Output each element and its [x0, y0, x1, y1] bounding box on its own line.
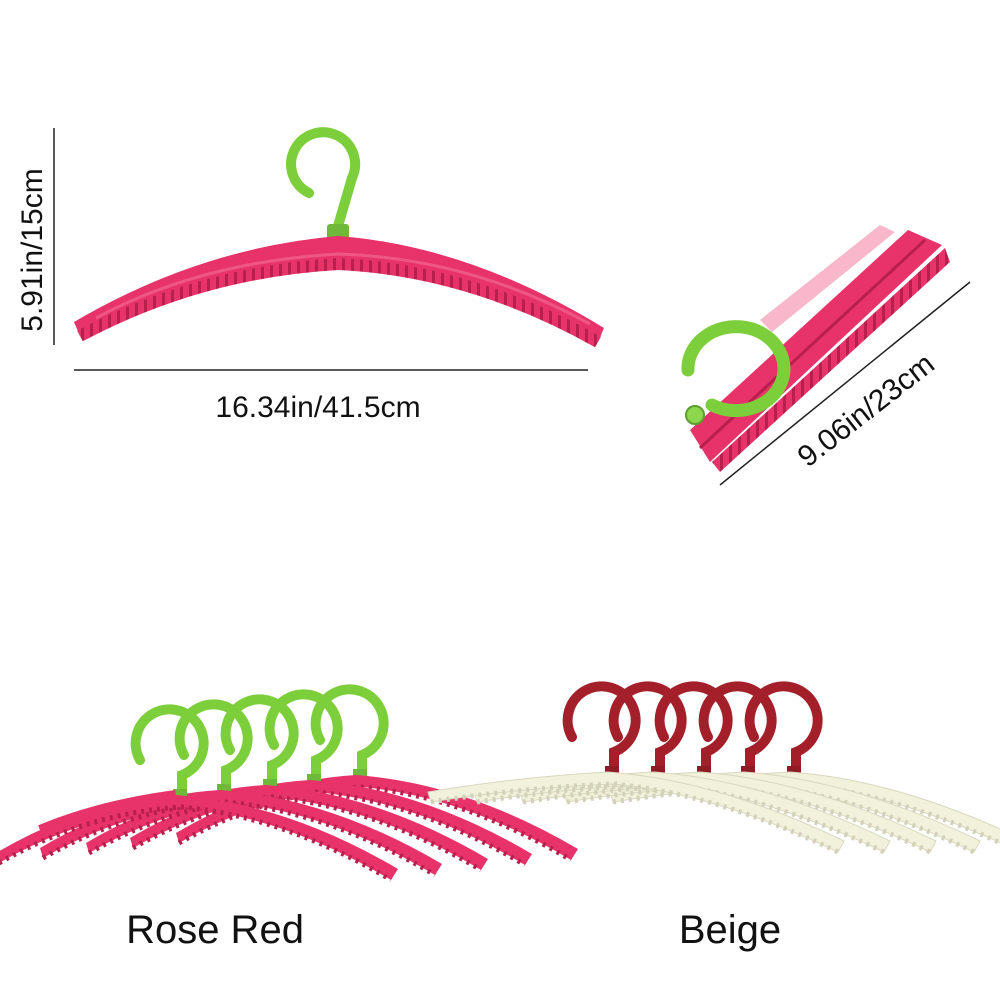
rose-red-hanger-stack: [0, 689, 578, 880]
variant-label-beige: Beige: [679, 908, 781, 952]
folded-hanger: [681, 225, 950, 472]
variant-label-rose-red: Rose Red: [126, 908, 304, 952]
height-label: 5.91in/15cm: [16, 168, 49, 331]
folded-length-dimension-line: [719, 281, 971, 486]
width-label: 16.34in/41.5cm: [215, 391, 420, 424]
single-hanger: [74, 127, 604, 348]
